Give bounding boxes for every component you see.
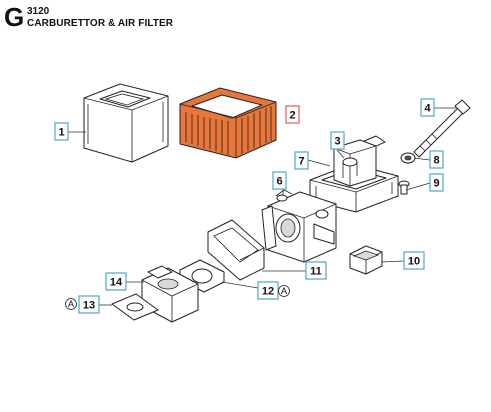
callout-14[interactable]: 14 xyxy=(105,272,127,291)
choke-bracket[interactable] xyxy=(349,245,383,275)
callout-7[interactable]: 7 xyxy=(294,151,309,170)
reference-mark-a-right: A xyxy=(278,285,290,297)
carburettor[interactable] xyxy=(261,189,337,263)
base-gasket[interactable] xyxy=(111,293,159,321)
svg-text:2: 2 xyxy=(289,110,295,122)
callout-12[interactable]: 12 xyxy=(257,281,279,300)
svg-text:A: A xyxy=(68,299,74,309)
small-screw[interactable] xyxy=(398,180,410,195)
callout-3[interactable]: 3 xyxy=(330,131,345,150)
reference-mark-a-left: A xyxy=(65,298,77,310)
svg-text:14: 14 xyxy=(110,277,123,289)
air-filter-base[interactable] xyxy=(309,139,399,213)
long-bolt[interactable] xyxy=(413,99,471,158)
washer[interactable] xyxy=(400,152,416,164)
svg-text:8: 8 xyxy=(433,155,439,167)
leader-lines xyxy=(68,107,456,306)
svg-text:13: 13 xyxy=(83,300,95,312)
svg-text:1: 1 xyxy=(58,127,64,139)
callout-13[interactable]: 13 xyxy=(78,295,100,314)
diagram-title: CARBURETTOR & AIR FILTER xyxy=(27,18,174,29)
svg-text:A: A xyxy=(281,286,287,296)
air-filter-cover[interactable] xyxy=(83,83,169,163)
carburettor-gasket[interactable] xyxy=(207,219,265,281)
callout-10[interactable]: 10 xyxy=(403,251,425,270)
section-code: 3120 xyxy=(27,6,50,17)
diagram-header: G 3120 CARBURETTOR & AIR FILTER xyxy=(0,0,491,40)
callout-1[interactable]: 1 xyxy=(54,122,69,141)
section-letter: G xyxy=(4,2,25,32)
svg-text:9: 9 xyxy=(433,178,439,190)
svg-text:7: 7 xyxy=(298,156,304,168)
callout-8[interactable]: 8 xyxy=(429,150,444,169)
svg-text:3: 3 xyxy=(334,136,340,148)
callout-4[interactable]: 4 xyxy=(420,98,435,117)
svg-text:4: 4 xyxy=(424,103,431,115)
svg-text:11: 11 xyxy=(310,266,322,278)
svg-text:6: 6 xyxy=(276,176,282,188)
callout-6[interactable]: 6 xyxy=(272,171,287,190)
callout-9[interactable]: 9 xyxy=(429,173,444,192)
svg-text:12: 12 xyxy=(262,286,274,298)
svg-text:10: 10 xyxy=(408,256,420,268)
callout-11[interactable]: 11 xyxy=(305,261,327,280)
callout-2[interactable]: 2 xyxy=(285,105,300,124)
air-filter-element[interactable] xyxy=(179,87,277,159)
